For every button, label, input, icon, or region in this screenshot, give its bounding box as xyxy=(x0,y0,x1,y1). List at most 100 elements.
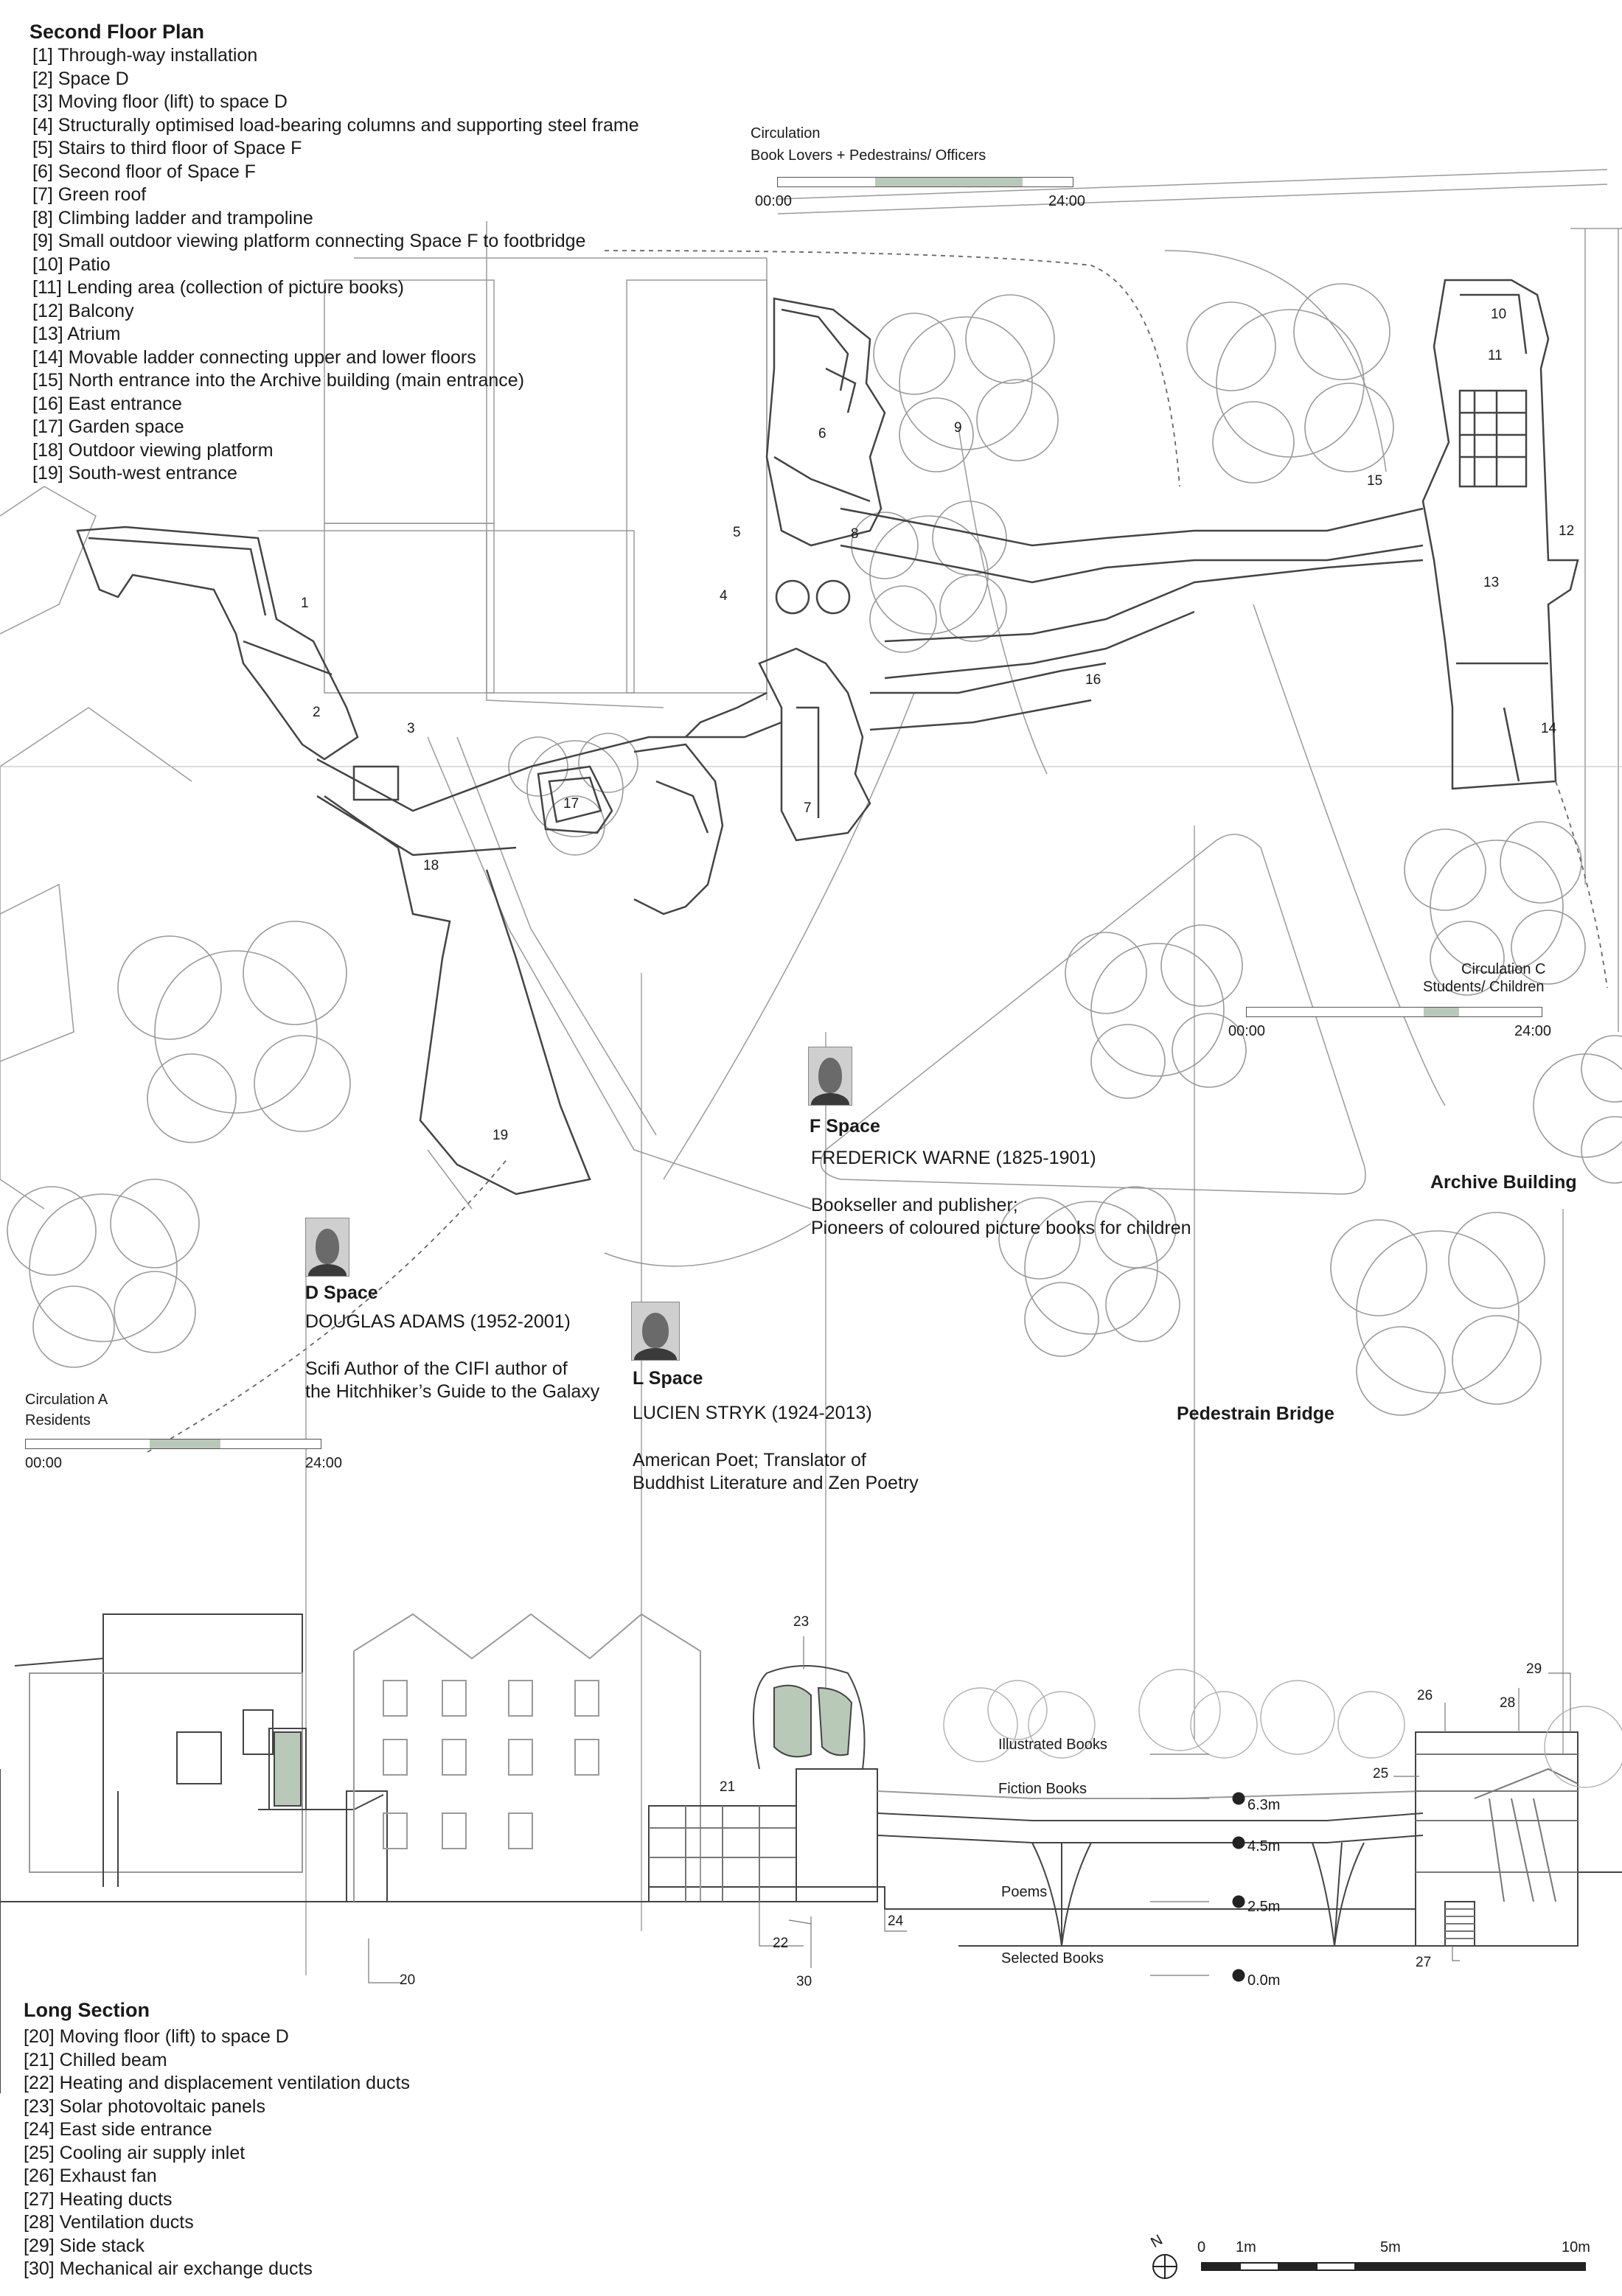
space-d-person: DOUGLAS ADAMS (1952-2001) xyxy=(305,1311,571,1332)
legend-item: [12] Balcony xyxy=(32,300,134,321)
legend-item: [29] Side stack xyxy=(24,2235,145,2256)
plan-number: 7 xyxy=(804,800,812,816)
level-2-5m: 2.5m xyxy=(1247,1899,1281,1915)
circulation-a-subtitle: Residents xyxy=(25,1412,91,1428)
section-number: 23 xyxy=(793,1614,810,1630)
legend-item: [6] Second floor of Space F xyxy=(32,161,256,182)
circulation-b-active-period xyxy=(875,178,1023,186)
circulation-c-end: 24:00 xyxy=(1514,1023,1552,1039)
space-f-person: FREDERICK WARNE (1825-1901) xyxy=(811,1148,1096,1168)
space-f-title: F Space xyxy=(810,1116,880,1137)
legend-item: [4] Structurally optimised load-bearing … xyxy=(32,114,639,136)
space-d-title: D Space xyxy=(305,1283,378,1303)
section-label-illustrated: Illustrated Books xyxy=(998,1737,1107,1753)
circulation-c-bar xyxy=(1246,1007,1542,1017)
section-level-markers xyxy=(1232,1792,1245,1982)
section-number: 25 xyxy=(1373,1766,1389,1782)
plan-number: 10 xyxy=(1491,307,1507,322)
legend-item: [25] Cooling air supply inlet xyxy=(24,2142,246,2163)
leader-lines xyxy=(305,826,1564,1975)
legend-item: [8] Climbing ladder and trampoline xyxy=(32,207,313,228)
section-label-fiction: Fiction Books xyxy=(998,1781,1087,1797)
legend-item: [19] South-west entrance xyxy=(32,463,237,484)
space-l-title: L Space xyxy=(633,1368,703,1389)
circulation-b-subtitle: Book Lovers + Pedestrains/ Officers xyxy=(751,147,986,164)
circulation-a-end: 24:00 xyxy=(305,1455,343,1471)
legend-item: [18] Outdoor viewing platform xyxy=(32,439,274,461)
legend-item: [13] Atrium xyxy=(32,324,121,344)
plan-number: 16 xyxy=(1085,672,1101,688)
plan-number: 13 xyxy=(1483,575,1500,590)
legend-item: [26] Exhaust fan xyxy=(24,2166,157,2186)
legend-item: [9] Small outdoor viewing platform conne… xyxy=(32,231,586,251)
level-0-0m: 0.0m xyxy=(1247,1972,1281,1989)
plan-number: 6 xyxy=(818,426,826,442)
space-l-line1: American Poet; Translator of xyxy=(633,1450,866,1470)
circulation-c-start: 00:00 xyxy=(1228,1023,1266,1039)
level-6-3m: 6.3m xyxy=(1247,1797,1281,1813)
legend-item: [16] East entrance xyxy=(32,393,182,414)
circulation-c-title: Circulation C xyxy=(1461,961,1546,977)
scale-label-10m: 10m xyxy=(1562,2239,1590,2255)
legend-item: [22] Heating and displacement ventilatio… xyxy=(24,2073,410,2093)
legend-item: [11] Lending area (collection of picture… xyxy=(32,277,405,298)
legend-item: [1] Through-way installation xyxy=(32,45,258,66)
section-number: 30 xyxy=(796,1974,812,1989)
archive-building-label: Archive Building xyxy=(1430,1172,1577,1193)
legend-item: [30] Mechanical air exchange ducts xyxy=(24,2258,313,2279)
level-4-5m: 4.5m xyxy=(1247,1838,1281,1854)
plan-lawn-outline xyxy=(820,834,1366,1195)
legend-item: [3] Moving floor (lift) to space D xyxy=(32,91,288,112)
legend-item: [17] Garden space xyxy=(32,416,184,437)
legend-item: [7] Green roof xyxy=(32,184,147,205)
scale-label-5m: 5m xyxy=(1380,2239,1401,2255)
section-number: 21 xyxy=(720,1779,736,1795)
plan-number: 12 xyxy=(1559,523,1575,539)
plan-legend-list: [1] Through-way installation [2] Space D… xyxy=(32,44,639,486)
plan-number: 14 xyxy=(1541,721,1557,736)
plan-number: 3 xyxy=(407,721,415,736)
pedestrian-bridge-label: Pedestrain Bridge xyxy=(1177,1403,1334,1424)
section-label-selected: Selected Books xyxy=(1001,1950,1104,1967)
legend-item: [24] East side entrance xyxy=(24,2119,212,2140)
section-number: 29 xyxy=(1526,1661,1542,1677)
legend-item: [5] Stairs to third floor of Space F xyxy=(32,138,302,158)
scale-label-0: 0 xyxy=(1197,2239,1206,2255)
plan-number: 2 xyxy=(313,705,321,720)
plan-paths xyxy=(427,736,812,1267)
plan-number: 18 xyxy=(423,858,439,873)
section-number: 28 xyxy=(1500,1695,1516,1711)
plan-number: 11 xyxy=(1488,348,1503,363)
scale-bar xyxy=(1152,2254,1586,2279)
circulation-a-bar xyxy=(25,1439,321,1449)
space-l-person: LUCIEN STRYK (1924-2013) xyxy=(633,1403,872,1423)
legend-item: [10] Patio xyxy=(32,254,111,275)
legend-item: [15] North entrance into the Archive bui… xyxy=(32,370,525,391)
space-f-line1: Bookseller and publisher; xyxy=(811,1195,1018,1215)
section-legend-title: Long Section xyxy=(24,1999,150,2021)
plan-number: 15 xyxy=(1367,473,1383,489)
plan-context-lines xyxy=(0,169,1622,1210)
legend-item: [14] Movable ladder connecting upper and… xyxy=(32,346,476,368)
plan-circulation-routes xyxy=(147,250,1608,1453)
plan-legend-title: Second Floor Plan xyxy=(29,21,205,43)
plan-structures xyxy=(76,279,1579,1196)
legend-item: [28] Ventilation ducts xyxy=(24,2212,194,2233)
section-legend-list: [20] Moving floor (lift) to space D [21]… xyxy=(24,2025,410,2281)
plan-number: 17 xyxy=(563,796,579,812)
circulation-b-start: 00:00 xyxy=(755,193,793,209)
plan-number: 9 xyxy=(954,420,962,436)
plan-number: 5 xyxy=(733,525,741,540)
section-trees xyxy=(943,1669,1622,1788)
section-leaders xyxy=(368,1636,1571,1983)
space-d-line1: Scifi Author of the CIFI author of xyxy=(305,1358,568,1379)
space-l-line2: Buddhist Literature and Zen Poetry xyxy=(633,1473,919,1493)
legend-item: [23] Solar photovoltaic panels xyxy=(24,2096,265,2117)
circulation-a-start: 00:00 xyxy=(25,1455,63,1471)
circulation-b-title: Circulation xyxy=(751,125,821,142)
circulation-c-active-period xyxy=(1424,1008,1459,1016)
section-number: 22 xyxy=(773,1936,789,1951)
space-f-line2: Pioneers of coloured picture books for c… xyxy=(811,1218,1191,1238)
section-number: 26 xyxy=(1417,1688,1433,1703)
